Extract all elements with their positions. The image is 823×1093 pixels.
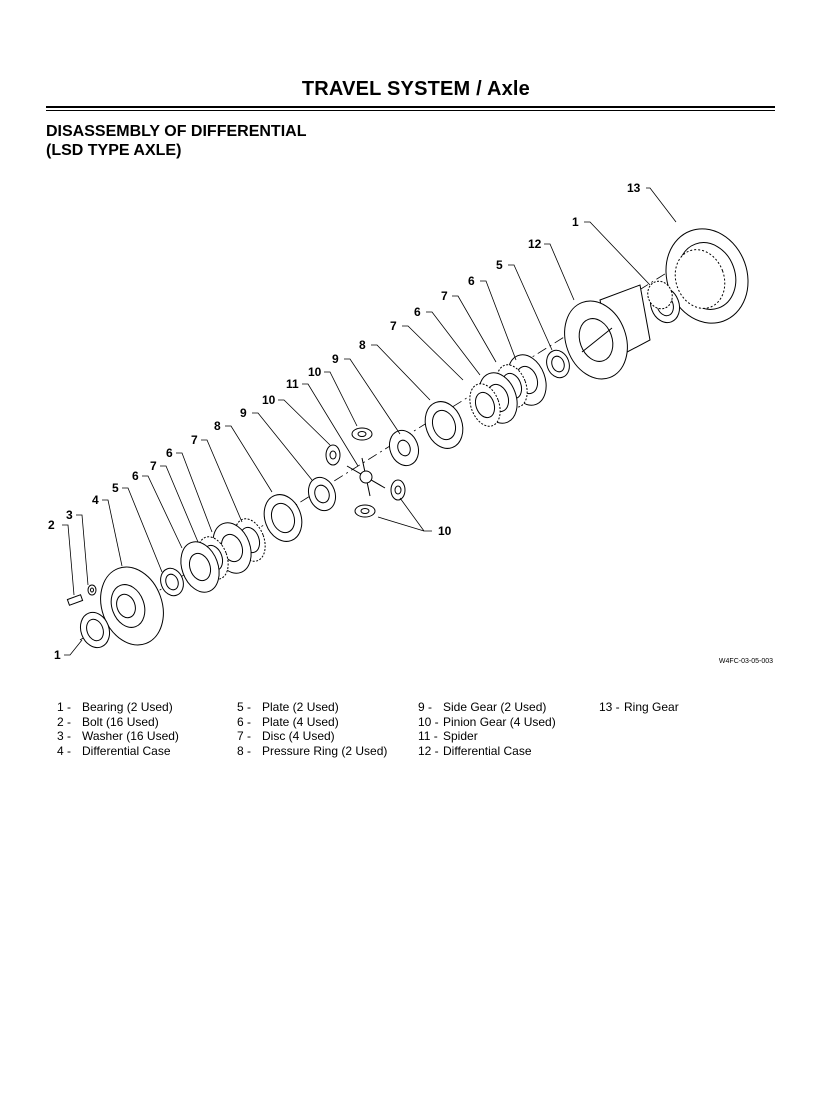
callout-8-top: 8 [359, 338, 366, 352]
legend-item: 9 - Side Gear (2 Used) [418, 700, 556, 715]
callout-6-d: 6 [132, 469, 139, 483]
section-title-line2: (LSD TYPE AXLE) [46, 142, 182, 159]
callout-9-top: 9 [332, 352, 339, 366]
ring-gear-part [665, 228, 749, 324]
legend-num: 6 - [237, 714, 252, 729]
legend-num: 9 - [418, 700, 433, 714]
section-title-line1: DISASSEMBLY OF DIFFERENTIAL [46, 123, 307, 140]
legend-num: 8 - [237, 743, 252, 758]
legend-num: 12 - [418, 743, 439, 758]
callout-7-c: 7 [191, 433, 198, 447]
legend-item: 7 - Disc (4 Used) [237, 729, 387, 744]
legend-num: 4 - [57, 743, 72, 758]
callout-1-bottom: 1 [54, 648, 61, 662]
legend-column-2: 5 - Plate (2 Used) 6 - Plate (4 Used) 7 - D… [237, 700, 387, 758]
callout-10-b: 10 [262, 393, 276, 407]
pressure-ring-top-part [424, 401, 464, 449]
legend-num: 7 - [237, 729, 252, 743]
callout-5-bottom: 5 [112, 481, 119, 495]
legend-text: Plate (2 Used) [262, 700, 339, 714]
legend-num: 2 - [57, 714, 72, 729]
washer-part [87, 584, 97, 596]
callout-11: 11 [286, 377, 299, 391]
callout-6-top: 6 [468, 274, 475, 288]
legend-text: Pinion Gear (4 Used) [443, 714, 556, 729]
pressure-ring-bottom-part [263, 494, 303, 542]
bolt-part [66, 594, 84, 606]
pinion-gear-right-part [390, 479, 406, 501]
legend-text: Plate (4 Used) [262, 714, 339, 729]
callout-6-b: 6 [414, 305, 421, 319]
plate-6-d-part [180, 541, 220, 593]
legend-text: Bearing (2 Used) [82, 700, 173, 714]
legend-text: Differential Case [82, 743, 171, 758]
callout-2: 2 [48, 518, 55, 532]
legend-text: Side Gear (2 Used) [443, 700, 547, 714]
legend-column-4: 13 - Ring Gear [599, 700, 679, 715]
side-gear-bottom-part [307, 476, 337, 512]
callout-7-top: 7 [441, 289, 448, 303]
legend-item: 1 - Bearing (2 Used) [57, 700, 179, 715]
side-gear-top-part [388, 429, 420, 467]
legend-num: 13 - [599, 700, 620, 714]
section-title: DISASSEMBLY OF DIFFERENTIAL (LSD TYPE AX… [46, 122, 306, 160]
callout-9-b: 9 [240, 406, 247, 420]
legend-text: Pressure Ring (2 Used) [262, 743, 388, 758]
differential-case-4-part [100, 566, 164, 646]
legend-text: Ring Gear [624, 700, 679, 714]
legend-item: 12 - Differential Case [418, 744, 556, 759]
legend-item: 13 - Ring Gear [599, 700, 679, 715]
callout-6-c: 6 [166, 446, 173, 460]
legend-item: 10 - Pinion Gear (4 Used) [418, 715, 556, 730]
pinion-gear-left-part [325, 444, 341, 466]
legend-num: 1 - [57, 700, 72, 714]
callout-3: 3 [66, 508, 73, 522]
callout-1-top: 1 [572, 215, 579, 229]
legend-num: 3 - [57, 729, 72, 743]
callout-5-top: 5 [496, 258, 503, 272]
callout-7-b: 7 [390, 319, 397, 333]
legend-num: 10 - [418, 714, 439, 729]
legend-column-1: 1 - Bearing (2 Used) 2 - Bolt (16 Used) 3 … [57, 700, 179, 758]
legend-item: 11 - Spider [418, 729, 556, 744]
differential-case-12-part [564, 284, 651, 380]
callout-13: 13 [627, 181, 641, 195]
callout-10-c: 10 [438, 524, 452, 538]
page-header-title: TRAVEL SYSTEM / Axle [301, 78, 530, 100]
bearing-bottom-part [79, 611, 111, 649]
pinion-gear-bottom-part [354, 504, 376, 518]
plate-5-top-part [546, 349, 570, 379]
plate-5-bottom-part [160, 567, 184, 597]
callout-12: 12 [528, 237, 542, 251]
header-rule-thick [46, 106, 775, 108]
pinion-gear-top-part [351, 427, 373, 441]
legend-text: Bolt (16 Used) [82, 714, 159, 729]
callout-10-a: 10 [308, 365, 322, 379]
callout-7-d: 7 [150, 459, 157, 473]
legend-text: Differential Case [443, 743, 532, 758]
legend-text: Spider [443, 729, 478, 743]
leader-lines [62, 187, 677, 656]
legend-item: 3 - Washer (16 Used) [57, 729, 179, 744]
legend-item: 6 - Plate (4 Used) [237, 715, 387, 730]
bearing-top-part [647, 280, 681, 324]
spider-part [346, 457, 386, 497]
legend-text: Disc (4 Used) [262, 729, 335, 743]
figure-code: W4FC-03-05-003 [719, 658, 773, 665]
header-rule-thin [46, 110, 775, 111]
legend-item: 5 - Plate (2 Used) [237, 700, 387, 715]
legend-num: 5 - [237, 700, 252, 714]
legend-item: 4 - Differential Case [57, 744, 179, 759]
disc-7-b-part [469, 383, 501, 427]
callout-4: 4 [92, 493, 99, 507]
legend-num: 11 - [418, 729, 438, 743]
legend-item: 8 - Pressure Ring (2 Used) [237, 744, 387, 759]
legend-column-3: 9 - Side Gear (2 Used) 10 - Pinion Gear (4… [418, 700, 556, 758]
legend-item: 2 - Bolt (16 Used) [57, 715, 179, 730]
callout-8-b: 8 [214, 419, 221, 433]
legend-text: Washer (16 Used) [82, 729, 179, 743]
